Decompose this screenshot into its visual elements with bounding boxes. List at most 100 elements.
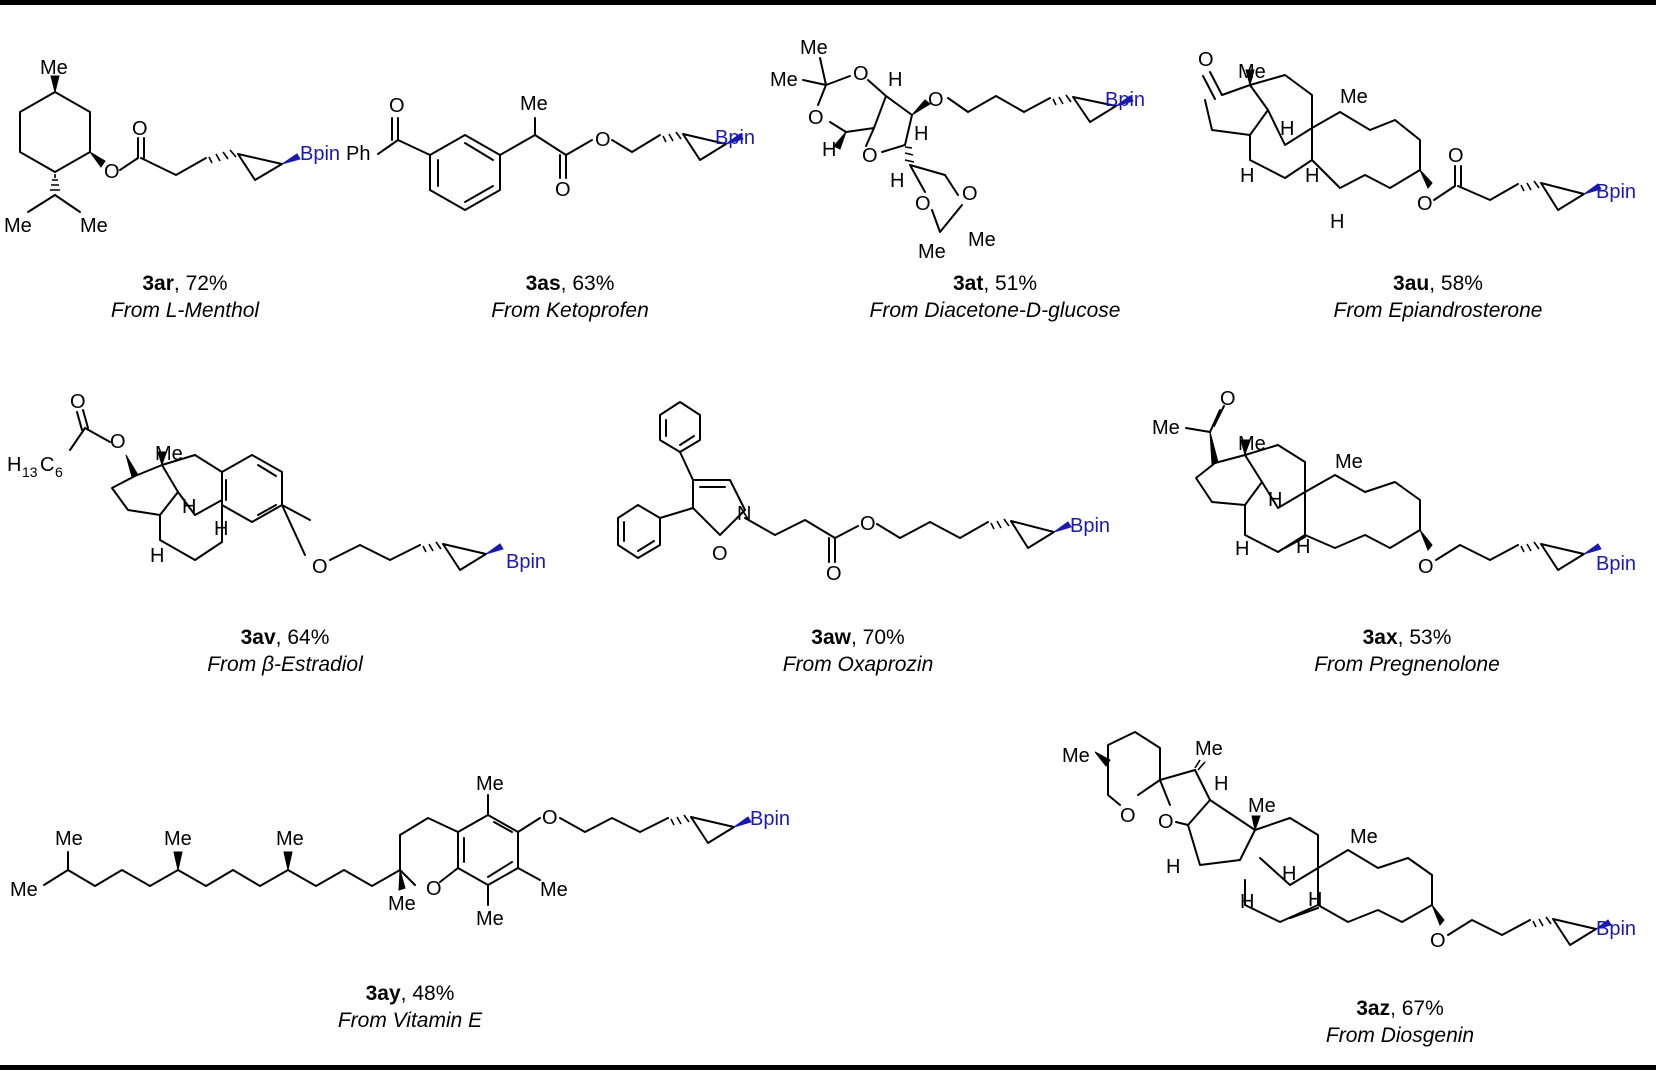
atom-o: O bbox=[915, 193, 931, 215]
atom-o: O bbox=[1220, 388, 1236, 410]
compound-id: 3as bbox=[525, 272, 561, 295]
atom-me: Me bbox=[1062, 745, 1090, 767]
atom-me: Me bbox=[1195, 738, 1223, 760]
atom-n: N bbox=[737, 503, 751, 525]
atom-o: O bbox=[962, 183, 978, 205]
atom-o: O bbox=[1158, 811, 1174, 833]
structure-3ay: Me Me Me Me Me O Me Me Me O Bpin bbox=[10, 773, 790, 930]
compound-source: From β-Estradiol bbox=[207, 653, 363, 676]
compound-source: From Epiandrosterone bbox=[1333, 299, 1543, 322]
atom-h: H bbox=[1330, 211, 1344, 233]
atom-o: O bbox=[1417, 193, 1433, 215]
atom-o: O bbox=[826, 563, 842, 585]
atom-o: O bbox=[808, 107, 824, 129]
atom-o: O bbox=[712, 543, 728, 565]
atom-me: Me bbox=[800, 37, 828, 59]
atom-h: H bbox=[1166, 856, 1180, 878]
atom-h: H bbox=[1214, 773, 1228, 795]
compound-yield: , 64% bbox=[275, 626, 330, 649]
compound-id: 3az bbox=[1356, 997, 1391, 1020]
compound-yield: , 48% bbox=[400, 982, 455, 1005]
atom-o: O bbox=[104, 161, 120, 183]
atom-me: Me bbox=[1152, 417, 1180, 439]
caption-3au: 3au, 58% From Epiandrosterone bbox=[1253, 270, 1623, 324]
atom-bpin: Bpin bbox=[1596, 553, 1636, 575]
atom-o: O bbox=[928, 89, 944, 111]
atom-subscript: 6 bbox=[55, 464, 63, 480]
atom-h: H bbox=[1305, 165, 1319, 187]
compound-source: From Diacetone-D-glucose bbox=[869, 299, 1121, 322]
atom-ph: Ph bbox=[346, 143, 370, 165]
atom-h: H bbox=[1268, 489, 1282, 511]
compound-id: 3aw bbox=[811, 626, 851, 649]
atom-h: H bbox=[1280, 118, 1294, 140]
compound-source: From Vitamin E bbox=[337, 1009, 483, 1032]
caption-3as: 3as, 63% From Ketoprofen bbox=[385, 270, 755, 324]
atom-h: H bbox=[1240, 891, 1254, 913]
atom-me: Me bbox=[276, 828, 304, 850]
caption-3aw: 3aw, 70% From Oxaprozin bbox=[673, 624, 1043, 678]
atom-h: H bbox=[914, 123, 928, 145]
atom-me: Me bbox=[476, 908, 504, 930]
compound-id: 3ay bbox=[365, 982, 401, 1005]
compound-id: 3ax bbox=[1362, 626, 1398, 649]
atom-o: O bbox=[1120, 805, 1136, 827]
atom-me: Me bbox=[540, 879, 568, 901]
compound-source: From L-Menthol bbox=[110, 299, 260, 322]
atom-o: O bbox=[1430, 930, 1446, 952]
compound-source: From Oxaprozin bbox=[782, 653, 934, 676]
atom-bpin: Bpin bbox=[1105, 89, 1145, 111]
atom-me: Me bbox=[40, 57, 68, 79]
atom-bpin: Bpin bbox=[506, 551, 546, 573]
atom-me: Me bbox=[80, 215, 108, 237]
compound-id: 3au bbox=[1393, 272, 1430, 295]
compound-yield: , 70% bbox=[851, 626, 905, 649]
atom-me: Me bbox=[1238, 61, 1266, 83]
caption-3av: 3av, 64% From β-Estradiol bbox=[100, 624, 470, 678]
structure-3av: O H 13 C 6 O Me H H H O Bpin bbox=[7, 391, 546, 578]
caption-3ax: 3ax, 53% From Pregnenolone bbox=[1222, 624, 1592, 678]
atom-h: H bbox=[1240, 165, 1254, 187]
compound-yield: , 58% bbox=[1429, 272, 1483, 295]
atom-h: H bbox=[1235, 538, 1249, 560]
atom-me: Me bbox=[388, 893, 416, 915]
atom-me: Me bbox=[1350, 826, 1378, 848]
atom-h: H bbox=[822, 139, 836, 161]
compound-yield: , 63% bbox=[560, 272, 615, 295]
caption-3az: 3az, 67% From Diosgenin bbox=[1215, 995, 1585, 1049]
atom-o: O bbox=[853, 63, 869, 85]
compound-yield: , 51% bbox=[983, 272, 1038, 295]
compound-yield: , 72% bbox=[173, 272, 228, 295]
atom-me: Me bbox=[55, 828, 83, 850]
atom-me: Me bbox=[770, 69, 798, 91]
caption-3at: 3at, 51% From Diacetone-D-glucose bbox=[810, 270, 1180, 324]
atom-me: Me bbox=[1335, 451, 1363, 473]
top-rule bbox=[0, 0, 1656, 5]
atom-me: Me bbox=[1248, 795, 1276, 817]
atom-bpin: Bpin bbox=[750, 808, 790, 830]
atom-o: O bbox=[555, 179, 571, 201]
structure-3ar: Me O O Bpin Me Me bbox=[4, 57, 340, 237]
structure-3az: Me O O Me H H Me H H H Me O Bpin bbox=[1062, 731, 1636, 952]
compound-yield: , 67% bbox=[1390, 997, 1444, 1020]
compound-id: 3av bbox=[240, 626, 276, 649]
atom-h: H bbox=[182, 496, 196, 518]
atom-h: H bbox=[890, 170, 904, 192]
caption-3ay: 3ay, 48% From Vitamin E bbox=[225, 980, 595, 1034]
atom-o: O bbox=[110, 431, 126, 453]
atom-me: Me bbox=[476, 773, 504, 795]
atom-h: H bbox=[1296, 536, 1310, 558]
atom-o: O bbox=[1198, 49, 1214, 71]
structure-3as: Ph O Me O O Bpin bbox=[346, 93, 755, 211]
atom-h: H bbox=[7, 454, 21, 476]
compound-source: From Pregnenolone bbox=[1314, 653, 1500, 676]
structure-3aw: N O O O Bpin bbox=[617, 401, 1110, 585]
atom-me: Me bbox=[1340, 86, 1368, 108]
atom-o: O bbox=[542, 807, 558, 829]
structure-3ax: Me O Me H H H Me O Bpin bbox=[1152, 388, 1636, 578]
atom-me: Me bbox=[4, 215, 32, 237]
atom-o: O bbox=[860, 513, 876, 535]
caption-3ar: 3ar, 72% From L-Menthol bbox=[0, 270, 370, 324]
structure-3at: Me Me O O H H O O Bpin H H O O Me Me bbox=[770, 37, 1145, 263]
